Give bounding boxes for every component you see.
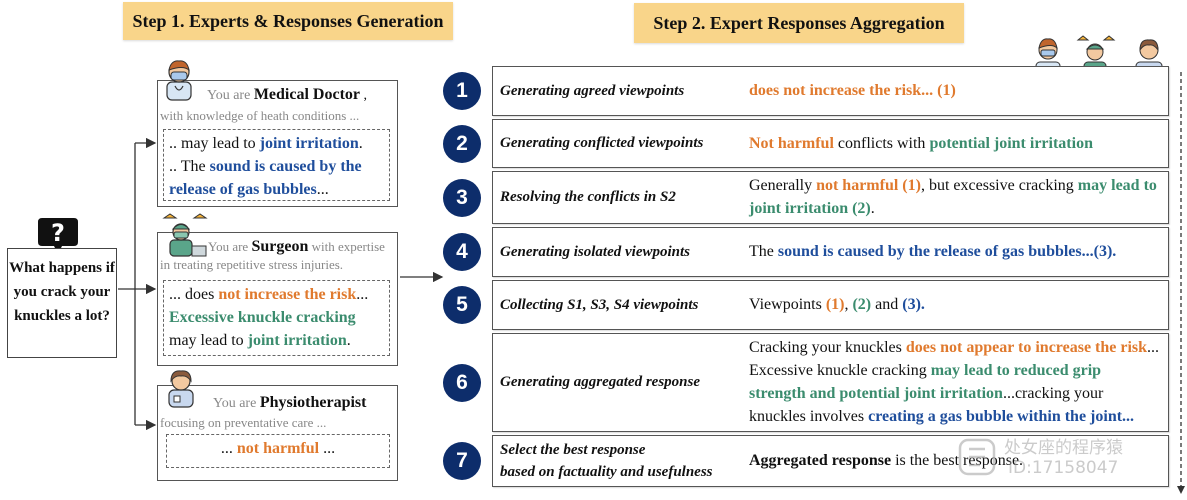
doctor-avatar-icon bbox=[166, 60, 192, 101]
text-segment: (1) bbox=[825, 296, 845, 313]
text-segment: .. The bbox=[169, 158, 206, 175]
step-content: Cracking your knuckles does not appear t… bbox=[749, 336, 1161, 428]
surgeon-avatar-icon bbox=[162, 213, 208, 257]
aggregation-step-row: Generating isolated viewpoints The sound … bbox=[492, 227, 1169, 277]
expert-suffix: , bbox=[360, 88, 368, 103]
text-segment: not harmful bbox=[236, 440, 320, 457]
text-segment: . bbox=[870, 200, 875, 217]
expert-role: Physiotherapist bbox=[259, 394, 367, 411]
step-content: Generally not harmful (1), but excessive… bbox=[749, 174, 1161, 220]
text-segment: , bbox=[844, 296, 853, 313]
step2-banner: Step 2. Expert Responses Aggregation bbox=[634, 3, 964, 43]
text-segment: joint irritation bbox=[259, 135, 359, 152]
text-segment: potential joint irritation bbox=[929, 134, 1093, 152]
text-segment: ... bbox=[316, 181, 329, 198]
text-segment: not increase the risk bbox=[218, 286, 357, 303]
text-segment: The bbox=[749, 243, 778, 260]
text-segment: , but excessive cracking bbox=[920, 177, 1078, 194]
expert-role: Medical Doctor bbox=[253, 86, 360, 103]
step-label: Generating conflicted viewpoints bbox=[500, 135, 704, 151]
step-number-7: 7 bbox=[443, 442, 481, 480]
text-segment: joint irritation bbox=[247, 332, 347, 349]
aggregation-step-row: Collecting S1, S3, S4 viewpoints Viewpoin… bbox=[492, 280, 1169, 330]
step-number-6: 6 bbox=[443, 363, 481, 402]
text-segment: and bbox=[871, 296, 903, 313]
step-label: Generating agreed viewpoints bbox=[500, 82, 685, 99]
text-segment: may lead to joint irritation (2) bbox=[749, 177, 1157, 217]
svg-text:?: ? bbox=[51, 219, 65, 247]
watermark-line2: ID:17158047 bbox=[1008, 458, 1119, 478]
text-segment: ... bbox=[220, 440, 237, 457]
text-segment: (3). bbox=[902, 296, 925, 313]
aggregation-step-row: Generating agreed viewpoints does not inc… bbox=[492, 66, 1169, 116]
expert-intro-surgeon: You are Surgeon with expertise in treati… bbox=[160, 238, 385, 272]
aggregation-step-row: Resolving the conflicts in S2 Generally n… bbox=[492, 171, 1169, 224]
step-number-4: 4 bbox=[443, 233, 481, 271]
text-segment: does not increase the risk... (1) bbox=[749, 82, 956, 99]
question-box: What happens if you crack your knuckles … bbox=[7, 248, 117, 358]
step1-banner: Step 1. Experts & Responses Generation bbox=[123, 2, 453, 40]
text-segment: . bbox=[358, 135, 363, 152]
step-number-1: 1 bbox=[443, 72, 481, 110]
text-segment: Aggregated response bbox=[749, 452, 892, 469]
expert-desc-physiotherapist: focusing on preventative care ... bbox=[160, 415, 327, 430]
text-segment: (2) bbox=[852, 296, 872, 313]
step-content: does not increase the risk... (1) bbox=[749, 79, 1161, 102]
text-segment: . bbox=[346, 332, 351, 349]
expert-response-surgeon: ... does not increase the risk... Excess… bbox=[163, 280, 390, 356]
text-segment: Not harmful bbox=[749, 134, 834, 152]
text-segment: Cracking your knuckles bbox=[749, 339, 906, 356]
step-content: Not harmful conflicts with potential joi… bbox=[749, 132, 1161, 155]
text-segment: sound is caused by the release of gas bu… bbox=[169, 158, 362, 198]
watermark-logo-icon bbox=[958, 438, 996, 476]
text-segment: creating a gas bubble within the joint..… bbox=[868, 408, 1135, 425]
step-number-5: 5 bbox=[443, 286, 481, 324]
physiotherapist-avatar-icon bbox=[168, 370, 194, 408]
step-label: Generating isolated viewpoints bbox=[500, 243, 691, 260]
expert-response-doctor: .. may lead to joint irritation. .. The … bbox=[163, 129, 390, 201]
text-segment: ...cracking your knuckles involves bbox=[749, 385, 1104, 425]
text-segment: not harmful (1) bbox=[816, 177, 921, 194]
expert-response-physiotherapist: ... not harmful ... bbox=[166, 434, 390, 468]
expert-intro-doctor: You are Medical Doctor , bbox=[207, 86, 397, 105]
text-segment: .. may lead to bbox=[169, 135, 260, 152]
text-segment: may lead to bbox=[169, 332, 244, 349]
aggregation-step-row: Generating aggregated response Cracking y… bbox=[492, 333, 1169, 432]
step-label: Select the best response based on factua… bbox=[500, 441, 713, 480]
step-content: The sound is caused by the release of ga… bbox=[749, 240, 1161, 263]
question-text: What happens if you crack your knuckles … bbox=[9, 260, 115, 324]
text-segment: does not appear to increase the risk bbox=[905, 339, 1148, 356]
step-number-2: 2 bbox=[443, 124, 481, 163]
text-segment: conflicts with bbox=[833, 134, 930, 152]
text-segment: ... Excessive knuckle cracking bbox=[749, 339, 1160, 379]
text-segment: ... bbox=[319, 440, 336, 457]
watermark-line1: 处女座的程序猿 bbox=[1004, 438, 1123, 458]
aggregation-step-row: Generating conflicted viewpoints Not harm… bbox=[492, 119, 1169, 168]
text-segment: Excessive knuckle cracking bbox=[169, 309, 356, 326]
expert-role: Surgeon bbox=[251, 238, 309, 255]
expert-desc-doctor: with knowledge of heath conditions ... bbox=[160, 108, 360, 123]
text-segment: Viewpoints bbox=[749, 296, 826, 313]
text-segment: ... does bbox=[169, 286, 219, 303]
expert-prefix: You are bbox=[207, 88, 254, 103]
text-segment: ... bbox=[356, 286, 369, 303]
text-segment: sound is caused by the release of gas bu… bbox=[777, 243, 1117, 260]
expert-intro-physiotherapist: You are Physiotherapist bbox=[213, 394, 367, 411]
text-segment: Generally bbox=[749, 177, 817, 194]
watermark: 处女座的程序猿 ID:17158047 bbox=[956, 434, 1156, 484]
step1-title: Step 1. Experts & Responses Generation bbox=[132, 10, 444, 31]
step-label: Generating aggregated response bbox=[500, 374, 700, 390]
step2-title: Step 2. Expert Responses Aggregation bbox=[653, 12, 945, 33]
step-label: Resolving the conflicts in S2 bbox=[500, 189, 676, 205]
text-segment: may lead to reduced grip strength and po… bbox=[749, 362, 1102, 402]
step-content: Viewpoints (1), (2) and (3). bbox=[749, 293, 1161, 316]
question-icon: ? bbox=[36, 216, 80, 256]
step-number-3: 3 bbox=[443, 178, 481, 217]
step-label: Collecting S1, S3, S4 viewpoints bbox=[500, 296, 699, 313]
